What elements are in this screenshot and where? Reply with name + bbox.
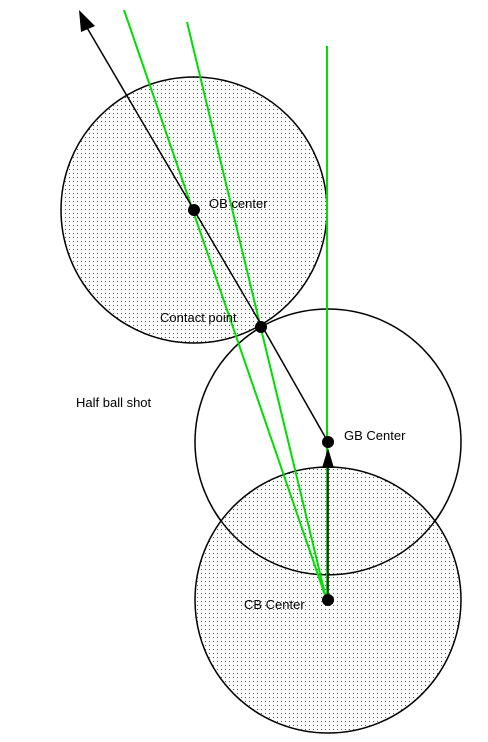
cue-ball-center-dot <box>322 594 334 606</box>
object-ball-center-dot <box>188 204 200 216</box>
object-ball-path-line <box>85 25 263 327</box>
contact-point-label: Contact point <box>160 310 237 325</box>
diagram-title: Half ball shot <box>76 395 152 410</box>
cue-ball-direction-arrowhead <box>322 448 334 468</box>
ghost-ball-center-label: GB Center <box>344 428 406 443</box>
cue-ball-center-label: CB Center <box>244 597 305 612</box>
aim-line-inner <box>186 21 327 599</box>
aim-line-outer <box>123 9 327 599</box>
object-ball-direction-arrowhead <box>79 10 95 32</box>
object-ball-center-label: OB center <box>209 196 268 211</box>
contact-to-ghost-line <box>261 325 329 443</box>
contact-point-dot <box>255 321 267 333</box>
ghost-ball-center-dot <box>322 436 334 448</box>
